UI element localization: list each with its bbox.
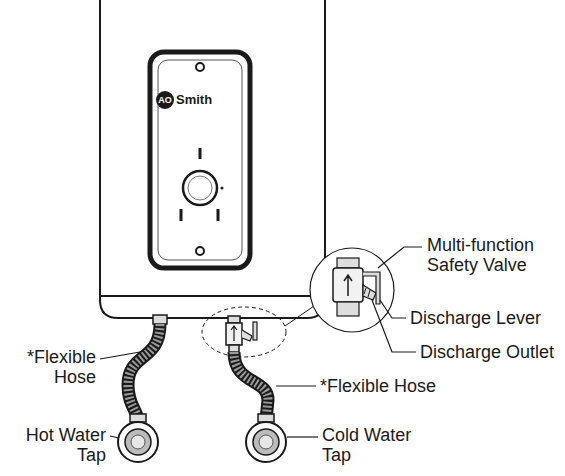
valve-lever-small bbox=[253, 322, 257, 340]
heater-body bbox=[100, 0, 325, 318]
tap-core bbox=[259, 435, 273, 449]
indicator-mark bbox=[199, 148, 202, 159]
logo-circle bbox=[156, 91, 174, 109]
valve-top-thread bbox=[337, 258, 359, 268]
control-panel bbox=[150, 52, 250, 268]
hose-nut bbox=[130, 414, 146, 422]
leader-line bbox=[276, 385, 316, 386]
tap-core bbox=[131, 435, 145, 449]
hose-braid bbox=[234, 352, 268, 420]
detail-ellipse bbox=[202, 307, 286, 357]
hose-nut bbox=[258, 414, 274, 422]
flow-arrow bbox=[231, 326, 237, 341]
callout-label: *Flexible Hose bbox=[8, 347, 96, 387]
hot-water-tap bbox=[118, 422, 158, 462]
discharge-outlet bbox=[363, 285, 376, 300]
detail-circle bbox=[310, 248, 394, 332]
thermostat-knob bbox=[183, 171, 217, 205]
discharge-lever bbox=[363, 272, 380, 304]
detail-leader bbox=[285, 306, 314, 326]
callout-label: *Flexible Hose bbox=[320, 375, 436, 397]
safety-valve-small bbox=[226, 323, 242, 345]
hose-braid bbox=[128, 324, 160, 420]
screw bbox=[196, 63, 204, 71]
outlet-rib bbox=[364, 288, 366, 294]
tap-inner bbox=[253, 429, 279, 455]
hot-hose bbox=[128, 324, 160, 420]
leader-line bbox=[372, 300, 416, 352]
callout-label: Cold Water Tap bbox=[322, 425, 422, 465]
hot-outlet-fitting bbox=[153, 315, 167, 324]
brand-name: Smith bbox=[176, 92, 212, 108]
leader-line bbox=[380, 300, 406, 318]
screw bbox=[196, 247, 204, 255]
cold-hose bbox=[234, 352, 268, 420]
leader-line bbox=[287, 436, 318, 437]
logo-mark: AO bbox=[156, 94, 174, 106]
leader-line bbox=[100, 352, 140, 359]
valve-body bbox=[333, 268, 363, 302]
cold-inlet-fitting bbox=[228, 316, 240, 323]
body-band bbox=[100, 295, 325, 297]
flow-arrow bbox=[344, 275, 352, 296]
leader-line bbox=[378, 247, 422, 268]
callout-label: Multi-function Safety Valve bbox=[427, 235, 557, 275]
callout-label: Hot Water Tap bbox=[6, 425, 106, 465]
indicator-mark bbox=[180, 209, 183, 221]
indicator-mark bbox=[217, 209, 220, 221]
panel-inner bbox=[158, 60, 242, 260]
valve-nut bbox=[337, 302, 359, 316]
leader-line bbox=[110, 436, 119, 438]
callout-label: Discharge Lever bbox=[410, 307, 541, 329]
knob-dot bbox=[221, 187, 224, 190]
cold-water-tap bbox=[246, 422, 286, 462]
tap-inner bbox=[125, 429, 151, 455]
valve-outlet-small bbox=[242, 330, 252, 341]
valve-nut bbox=[229, 345, 239, 352]
callout-label: Discharge Outlet bbox=[420, 341, 554, 363]
outlet-rib bbox=[368, 290, 370, 297]
knob-inner bbox=[188, 176, 212, 200]
